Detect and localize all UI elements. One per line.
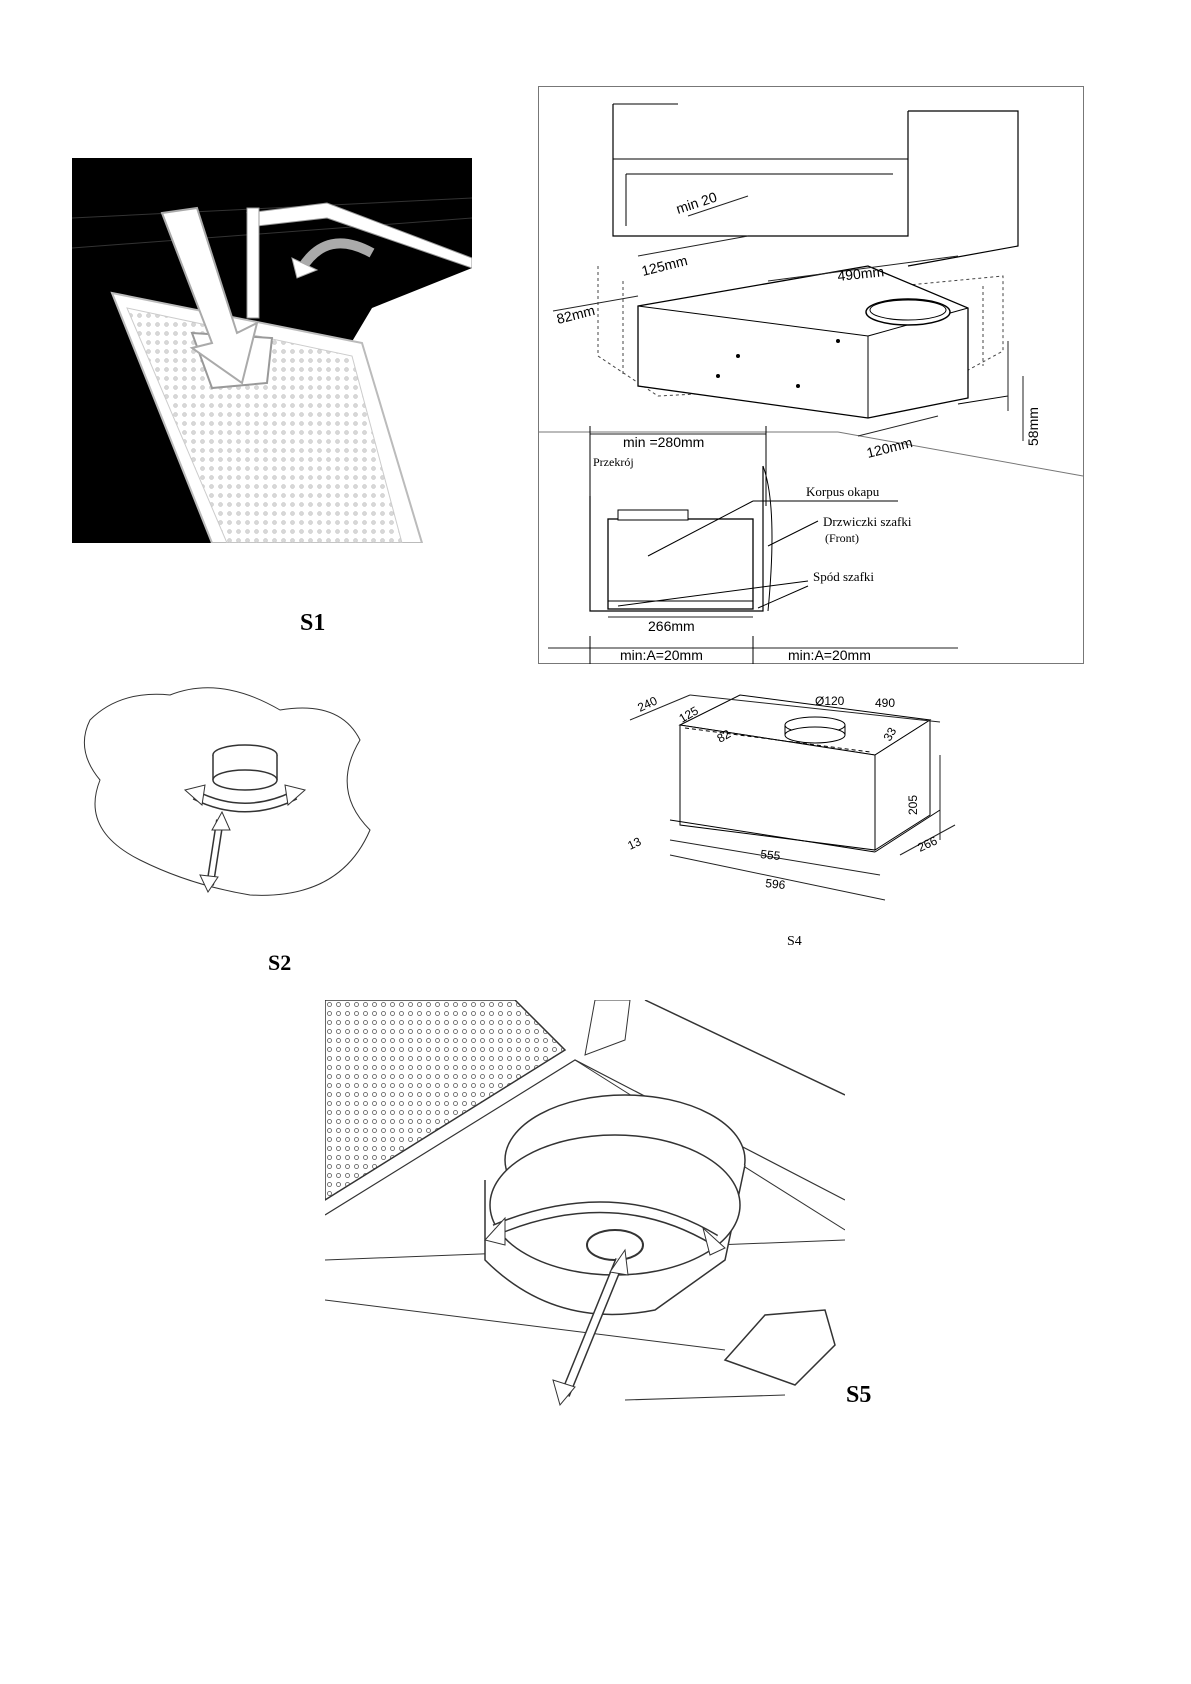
s3-korpus-okapu: Korpus okapu <box>806 484 880 499</box>
s4-dim-596: 596 <box>765 876 787 892</box>
s3-front: (Front) <box>825 531 859 545</box>
s5-fan-illustration <box>325 1000 845 1410</box>
figure-s5 <box>325 1000 845 1410</box>
s1-label: S1 <box>300 610 325 637</box>
figure-s3: min 20 125mm 490mm 82mm 120mm 58mm min =… <box>538 86 1084 664</box>
s3-min-a-left: min:A=20mm <box>620 647 703 663</box>
s4-label: S4 <box>787 934 802 950</box>
s4-dim-266: 266 <box>915 833 939 854</box>
s4-dim-490: 490 <box>875 696 895 710</box>
s3-przekroj: Przekrój <box>593 455 634 469</box>
s3-dim-58: 58mm <box>1025 407 1041 446</box>
s4-dim-120: Ø120 <box>815 694 845 708</box>
s2-outlet-illustration <box>80 680 380 900</box>
figure-s1 <box>72 158 472 543</box>
s1-filter-illustration <box>72 158 472 543</box>
s3-drzwiczki-szafki: Drzwiczki szafki <box>823 514 912 529</box>
s4-dim-205: 205 <box>906 795 920 815</box>
s3-dim-266: 266mm <box>648 618 695 634</box>
s3-min-a-right: min:A=20mm <box>788 647 871 663</box>
s3-dim-min280: min =280mm <box>623 434 704 450</box>
s4-dim-240: 240 <box>635 693 659 714</box>
s4-dim-13: 13 <box>625 834 643 852</box>
s4-dimension-drawing: 240 125 82 Ø120 490 33 205 13 555 596 26… <box>610 680 970 920</box>
s4-dim-555: 555 <box>760 847 782 863</box>
figure-s2 <box>80 680 380 900</box>
s3-spod-szafki: Spód szafki <box>813 569 874 584</box>
s2-label: S2 <box>268 950 291 976</box>
s3-installation-diagram: min 20 125mm 490mm 82mm 120mm 58mm min =… <box>538 86 1084 664</box>
figure-s4: 240 125 82 Ø120 490 33 205 13 555 596 26… <box>610 680 970 920</box>
s5-label: S5 <box>846 1382 871 1409</box>
